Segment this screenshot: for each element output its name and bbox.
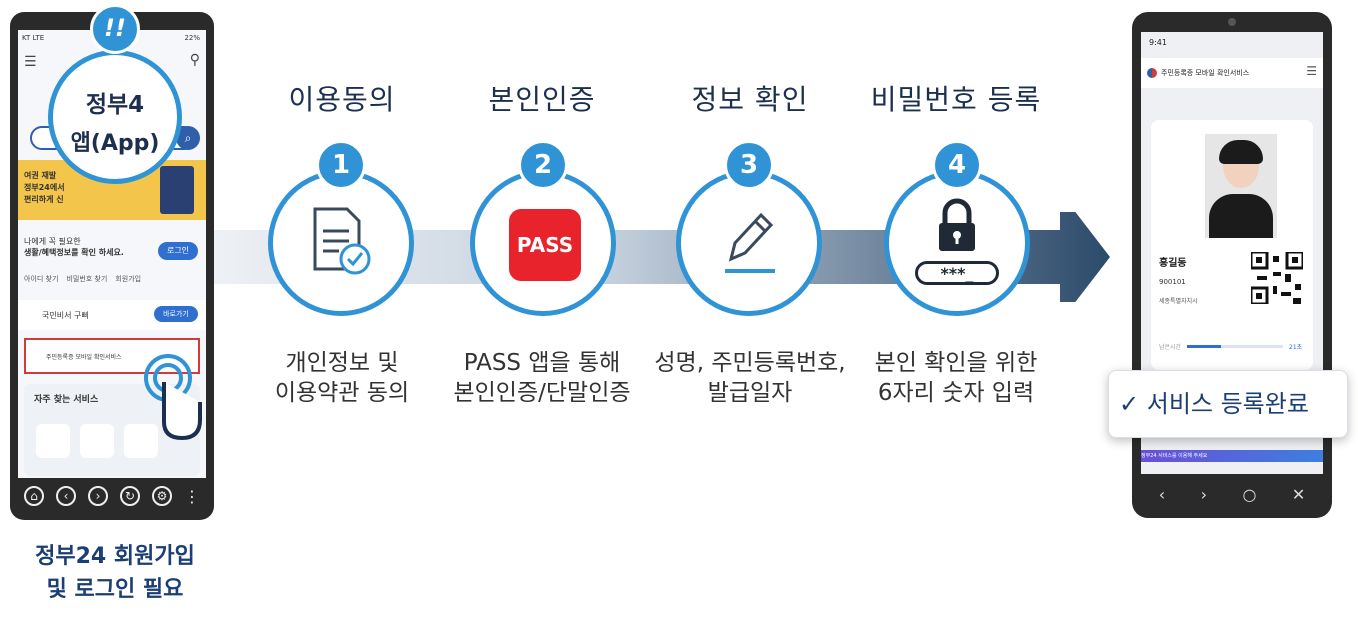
back-icon[interactable]: ‹ <box>56 486 76 506</box>
browser-nav-bar: ‹ › ○ ✕ <box>1141 474 1323 514</box>
search-icon[interactable]: ⌕ <box>176 126 200 150</box>
step-3-number: 3 <box>724 140 774 190</box>
birth-number: 900101 <box>1159 278 1186 286</box>
step-3-circle <box>676 170 822 316</box>
status-bar: KT LTE <box>22 34 45 42</box>
login-prompt: 나에게 꼭 필요한 생활/혜택정보를 확인 하세요. <box>24 237 124 257</box>
find-password-link[interactable]: 비밀번호 찾기 <box>66 275 108 283</box>
passport-image <box>160 166 194 214</box>
document-check-icon <box>313 207 371 275</box>
camera-dot <box>1228 18 1236 26</box>
remaining-value: 21초 <box>1289 344 1303 351</box>
more-icon[interactable]: ⋮ <box>184 486 200 506</box>
notice-ticker: 정부24 서비스를 이용해 주세요 <box>1141 450 1323 462</box>
gov24-app-badge: 정부4 앱(App) <box>48 50 182 184</box>
portrait-photo <box>1205 134 1277 238</box>
app-header: 주민등록증 모바일 확인서비스 ☰ <box>1141 58 1323 88</box>
account-links: 아이디 찾기 비밀번호 찾기 회원가입 <box>24 274 141 284</box>
signup-link[interactable]: 회원가입 <box>115 275 142 283</box>
step-4-number: 4 <box>932 140 982 190</box>
left-caption: 정부24 회원가입 및 로그인 필요 <box>35 544 195 602</box>
kukmin-row[interactable]: 국민비서 구삐 바로가기 <box>18 300 206 330</box>
right-phone: 9:41 주민등록증 모바일 확인서비스 ☰ 홍길동 900101 세종특별자치… <box>1132 12 1332 518</box>
tap-hand-icon <box>144 354 202 441</box>
service-icon[interactable] <box>124 424 158 458</box>
back-icon[interactable]: ‹ <box>1158 484 1166 504</box>
padlock-icon <box>939 198 975 251</box>
gov-emblem-icon <box>1147 68 1157 78</box>
login-button[interactable]: 로그인 <box>158 242 198 260</box>
step-1-title: 이용동의 <box>288 83 396 116</box>
menu-icon[interactable]: ☰ <box>24 54 37 70</box>
phone-nav-bar: ⌂ ‹ › ↻ ⚙ ⋮ <box>18 480 206 512</box>
region: 세종특별자치시 <box>1159 298 1198 305</box>
battery-status: 22% <box>184 34 200 42</box>
forward-icon[interactable]: › <box>88 486 108 506</box>
step-4-title: 비밀번호 등록 <box>870 83 1042 116</box>
step-1-circle <box>268 170 414 316</box>
id-card: 홍길동 900101 세종특별자치시 남은시간 <box>1151 120 1313 370</box>
home-icon[interactable]: ○ <box>1242 484 1257 504</box>
find-id-link[interactable]: 아이디 찾기 <box>24 275 59 283</box>
clock: 9:41 <box>1149 38 1167 47</box>
step-3-title: 정보 확인 <box>691 83 809 116</box>
step-3-description: 성명, 주민등록번호,발급일자 <box>654 350 846 406</box>
qr-code-icon <box>1251 252 1303 304</box>
home-icon[interactable]: ⌂ <box>24 486 44 506</box>
pencil-icon <box>725 212 775 273</box>
remaining-label: 남은시간 <box>1159 344 1182 351</box>
registration-complete-badge: ✓ 서비스 등록완료 <box>1108 370 1348 438</box>
menu-icon[interactable]: ☰ <box>1306 64 1317 78</box>
step-2-title: 본인인증 <box>488 83 596 116</box>
step-2-circle: PASS <box>470 170 616 316</box>
step-4-circle: ***_ <box>884 170 1030 316</box>
holder-name: 홍길동 <box>1159 258 1187 269</box>
forward-icon[interactable]: › <box>1200 484 1207 504</box>
password-field: ***_ <box>915 261 999 285</box>
refresh-icon[interactable]: ↻ <box>120 486 140 506</box>
step-2-number: 2 <box>518 140 568 190</box>
shortcut-button[interactable]: 바로가기 <box>154 306 198 322</box>
step-1-number: 1 <box>316 140 366 190</box>
time-remaining-bar <box>1187 345 1283 348</box>
user-icon[interactable]: ⚲ <box>189 52 200 68</box>
service-icon[interactable] <box>80 424 114 458</box>
service-icon[interactable] <box>36 424 70 458</box>
alert-badge: !! <box>90 4 140 54</box>
close-icon[interactable]: ✕ <box>1291 484 1306 504</box>
pass-app-icon: PASS <box>509 209 581 281</box>
mobile-id-screen: 9:41 주민등록증 모바일 확인서비스 ☰ 홍길동 900101 세종특별자치… <box>1141 32 1323 474</box>
settings-icon[interactable]: ⚙ <box>152 486 172 506</box>
